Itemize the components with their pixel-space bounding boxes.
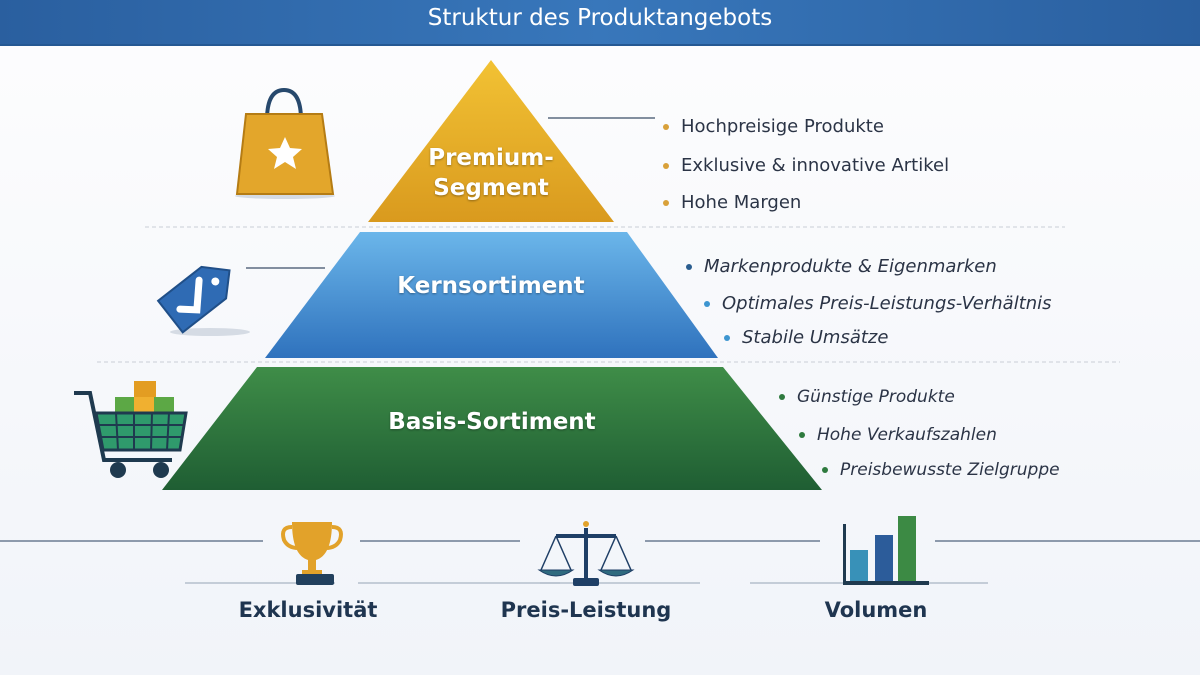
tier-label-line: Premium- — [428, 145, 554, 171]
bullet-text: Preisbewusste Zielgruppe — [840, 460, 1060, 480]
bullet-item: Hohe Verkaufszahlen — [799, 425, 997, 445]
tier-core — [265, 232, 718, 358]
tier-label-basis: Basis-Sortiment — [388, 409, 596, 435]
bullet-dot — [822, 467, 828, 473]
tier-premium — [368, 60, 614, 222]
bullet-dot — [799, 432, 805, 438]
bullet-dot — [724, 335, 730, 341]
bullet-text: Stabile Umsätze — [742, 327, 889, 348]
tier-label-premium: Premium- Segment — [391, 143, 591, 203]
bullet-text: Hohe Verkaufszahlen — [817, 425, 997, 445]
bullet-item: Exklusive & innovative Artikel — [663, 155, 949, 176]
bullet-text: Hochpreisige Produkte — [681, 116, 884, 137]
scale-icon — [537, 521, 635, 586]
footer-label-volumen: Volumen — [824, 598, 928, 622]
check-tag-icon — [156, 265, 250, 336]
bullet-text: Exklusive & innovative Artikel — [681, 155, 950, 176]
shopping-bag-star-icon — [235, 87, 335, 199]
page-title: Struktur des Produktangebots — [0, 0, 1200, 46]
bullet-dot — [686, 264, 692, 270]
bullet-dot — [779, 394, 785, 400]
bullet-item: Stabile Umsätze — [724, 327, 888, 348]
shopping-cart-icon — [74, 381, 188, 478]
footer-label-exklusivitaet: Exklusivität — [238, 598, 378, 622]
bullet-item: Markenprodukte & Eigenmarken — [686, 256, 997, 277]
bullet-item: Optimales Preis-Leistungs-Verhältnis — [704, 293, 1052, 314]
tier-label-core: Kernsortiment — [397, 273, 585, 299]
tier-basis — [162, 367, 822, 490]
bullet-dot — [663, 163, 669, 169]
bullet-text: Günstige Produkte — [797, 387, 955, 407]
trophy-icon — [281, 522, 343, 585]
bullet-text: Optimales Preis-Leistungs-Verhältnis — [722, 293, 1052, 314]
bullet-dot — [704, 301, 710, 307]
bullet-dot — [663, 200, 669, 206]
bullet-text: Markenprodukte & Eigenmarken — [704, 256, 997, 277]
bullet-item: Hochpreisige Produkte — [663, 116, 884, 137]
bullet-dot — [663, 124, 669, 130]
bullet-text: Hohe Margen — [681, 192, 802, 213]
bullet-item: Preisbewusste Zielgruppe — [822, 460, 1060, 480]
bullet-item: Günstige Produkte — [779, 387, 955, 407]
bullet-item: Hohe Margen — [663, 192, 801, 213]
bar-chart-icon — [843, 516, 929, 585]
footer-label-preis-leistung: Preis-Leistung — [500, 598, 672, 622]
tier-label-line: Segment — [433, 175, 549, 201]
